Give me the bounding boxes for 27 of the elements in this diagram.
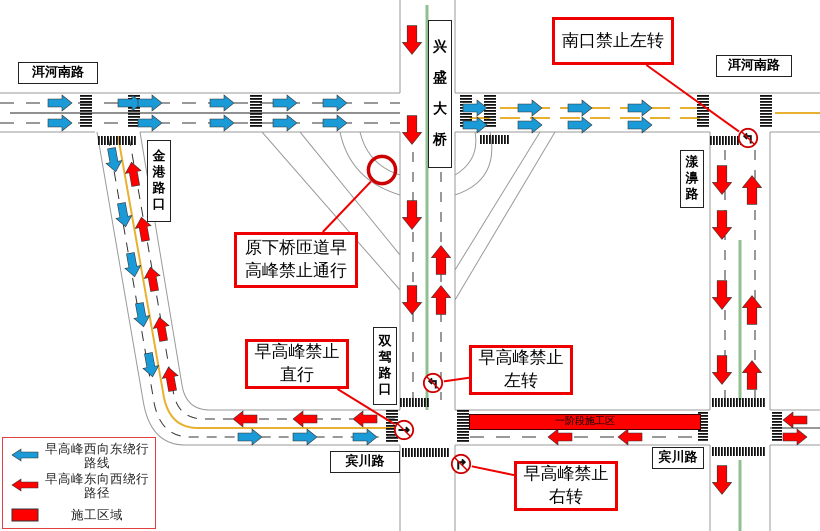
leader-line xyxy=(444,376,470,382)
no-straight-sign xyxy=(393,419,415,441)
leader-line xyxy=(322,180,372,233)
road-name-label: 金港路口 xyxy=(147,140,171,222)
leader-line xyxy=(336,388,396,426)
road-name-label: 双驾路口 xyxy=(373,327,397,405)
no-left-turn-sign xyxy=(737,127,759,149)
callout-box: 早高峰禁止右转 xyxy=(514,461,618,511)
road-name-label: 漾濞路 xyxy=(680,150,704,208)
legend-label: 早高峰东向西绕行路径 xyxy=(44,472,150,500)
callout-box: 南口禁止左转 xyxy=(552,17,674,65)
callout-box: 早高峰禁止左转 xyxy=(469,345,573,395)
road-name-label: 宾川路 xyxy=(652,447,704,469)
road-name-label: 洱河南路 xyxy=(18,62,98,84)
callout-box: 早高峰禁止直行 xyxy=(245,339,349,389)
legend-label: 早高峰西向东绕行路线 xyxy=(44,442,150,470)
no-right-turn-sign xyxy=(450,453,472,475)
highlight-circle xyxy=(366,154,398,186)
legend-label: 施工区域 xyxy=(70,508,124,522)
road-name-label: 宾川路 xyxy=(330,451,400,473)
leader-line xyxy=(646,64,740,132)
leader-line xyxy=(472,465,514,476)
no-left-turn-sign xyxy=(422,372,444,394)
construction-zone-bar: 一阶段施工区 xyxy=(469,414,701,430)
road-name-label: 洱河南路 xyxy=(716,55,792,77)
callout-box: 原下桥匝道早高峰禁止通行 xyxy=(234,232,358,288)
road-name-label: 兴盛大桥 xyxy=(428,20,452,168)
